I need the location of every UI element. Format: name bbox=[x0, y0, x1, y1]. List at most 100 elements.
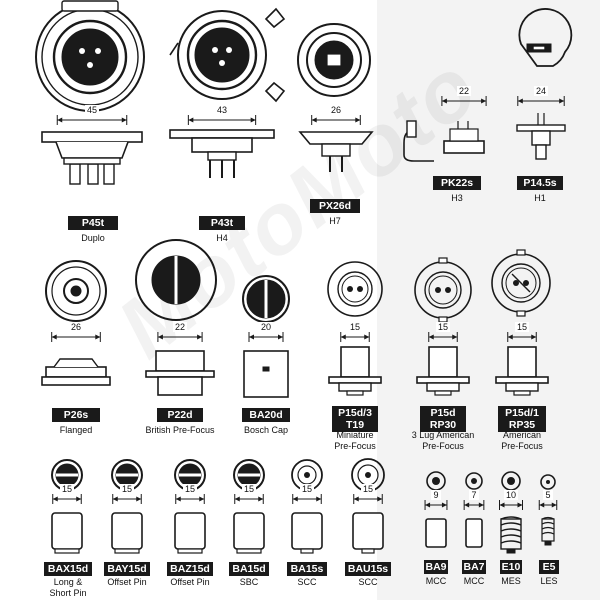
badge-bay15d: BAY15d bbox=[104, 562, 150, 576]
bulb-name: SBC bbox=[239, 577, 259, 587]
dimension-bax15d: 15 bbox=[53, 484, 81, 494]
dimension-value: 15 bbox=[119, 484, 134, 494]
caption-p43t: H4 bbox=[177, 233, 267, 244]
dimension-value: 15 bbox=[241, 484, 256, 494]
bulb-name: Long & bbox=[53, 577, 83, 587]
bulb-bau15s bbox=[351, 458, 385, 554]
base-code: T19 bbox=[345, 419, 365, 431]
caption-ba7: MCC bbox=[429, 576, 519, 587]
badge-e10: E10 bbox=[500, 560, 522, 574]
badge-baz15d: BAZ15d bbox=[167, 562, 213, 576]
bulb-ba7 bbox=[463, 472, 485, 548]
base-code: BAZ15d bbox=[170, 563, 210, 575]
dimension-baz15d: 15 bbox=[176, 484, 204, 494]
dimension-ba15s: 15 bbox=[293, 484, 321, 494]
caption-bau15s: SCC bbox=[323, 577, 413, 588]
bulb-name: MES bbox=[501, 576, 521, 586]
caption-pk22s: H3 bbox=[412, 193, 502, 204]
dimension-value: 10 bbox=[503, 490, 518, 500]
badge-p45t: P45t bbox=[68, 216, 118, 230]
bulb-pk22s bbox=[403, 96, 487, 162]
dimension-pk22s: 22 bbox=[450, 86, 478, 96]
dimension-value: 7 bbox=[469, 490, 479, 500]
caption-ba20d: Bosch Cap bbox=[221, 425, 311, 436]
bulb-bax15d bbox=[51, 459, 83, 554]
badge-pk22s: PK22s bbox=[433, 176, 481, 190]
bulb-p45t bbox=[35, 0, 145, 185]
dimension-e10: 10 bbox=[497, 490, 525, 500]
dimension-value: 22 bbox=[456, 86, 471, 96]
dimension-p43t: 43 bbox=[208, 105, 236, 115]
bulb-bay15d bbox=[111, 459, 143, 554]
bulb-name: 3 Lug American bbox=[411, 430, 475, 440]
dimension-px26d: 26 bbox=[322, 105, 350, 115]
bulb-name: SCC bbox=[358, 577, 378, 587]
dimension-bau15s: 15 bbox=[354, 484, 382, 494]
badge-ba15s: BA15s bbox=[287, 562, 327, 576]
base-code: P15d/1 bbox=[505, 407, 539, 419]
bulb-p43t bbox=[169, 7, 286, 178]
dimension-value: 15 bbox=[59, 484, 74, 494]
dimension-p45t: 45 bbox=[78, 105, 106, 115]
badge-bax15d: BAX15d bbox=[44, 562, 92, 576]
bulb-ba9 bbox=[424, 471, 448, 548]
bulb-name: Duplo bbox=[81, 233, 105, 243]
caption-ba9: MCC bbox=[391, 576, 481, 587]
base-code: RP35 bbox=[508, 419, 536, 431]
bulb-name: Pre-Focus bbox=[422, 440, 464, 451]
caption-px26d: H7 bbox=[290, 216, 380, 227]
shaded-panel bbox=[377, 0, 600, 600]
base-code: P14.5s bbox=[523, 177, 557, 189]
dimension-bay15d: 15 bbox=[113, 484, 141, 494]
bulb-p15d-rp30 bbox=[414, 257, 472, 396]
bulb-ba15d bbox=[233, 459, 265, 554]
caption-bay15d: Offset Pin bbox=[82, 577, 172, 588]
bulb-name: H3 bbox=[451, 193, 463, 203]
dimension-value: 24 bbox=[533, 86, 548, 96]
badge-e5: E5 bbox=[539, 560, 559, 574]
dimension-value: 15 bbox=[182, 484, 197, 494]
bulb-name: MCC bbox=[425, 576, 447, 586]
caption-baz15d: Offset Pin bbox=[145, 577, 235, 588]
dimension-value: 15 bbox=[360, 484, 375, 494]
badge-p14-5s: P14.5s bbox=[517, 176, 563, 190]
base-code: BAY15d bbox=[107, 563, 147, 575]
bulb-name: American bbox=[502, 430, 541, 440]
dimension-ba15d: 15 bbox=[235, 484, 263, 494]
dimension-value: 43 bbox=[214, 105, 229, 115]
caption-p22d: British Pre-Focus bbox=[135, 425, 225, 436]
dimension-value: 26 bbox=[328, 105, 343, 115]
dimension-value: 22 bbox=[172, 322, 187, 332]
dimension-value: 15 bbox=[299, 484, 314, 494]
caption-e10: MES bbox=[466, 576, 556, 587]
dimension-p15d-rp30: 15 bbox=[429, 322, 457, 332]
bulb-name: Short Pin bbox=[49, 587, 87, 598]
dimension-ba7: 7 bbox=[460, 490, 488, 500]
bulb-ba20d bbox=[242, 275, 290, 398]
dimension-value: 15 bbox=[435, 322, 450, 332]
bulb-name: Pre-Focus bbox=[501, 440, 543, 451]
base-code: BA15s bbox=[290, 563, 324, 575]
caption-ba15d: SBC bbox=[204, 577, 294, 588]
badge-ba20d: BA20d bbox=[242, 408, 290, 422]
base-code: P15d/3 bbox=[338, 407, 372, 419]
badge-p26s: P26s bbox=[52, 408, 100, 422]
dimension-ba9: 9 bbox=[422, 490, 450, 500]
badge-p22d: P22d bbox=[157, 408, 203, 422]
dimension-value: 45 bbox=[84, 105, 99, 115]
caption-p14-5s: H1 bbox=[495, 193, 585, 204]
caption-ba15s: SCC bbox=[262, 577, 352, 588]
dimension-value: 15 bbox=[514, 322, 529, 332]
bulb-name: H4 bbox=[216, 233, 228, 243]
base-code: P26s bbox=[63, 409, 89, 421]
base-code: BA7 bbox=[463, 561, 485, 573]
bulb-name: Offset Pin bbox=[170, 577, 210, 587]
bulb-name: Pre-Focus bbox=[334, 440, 376, 451]
